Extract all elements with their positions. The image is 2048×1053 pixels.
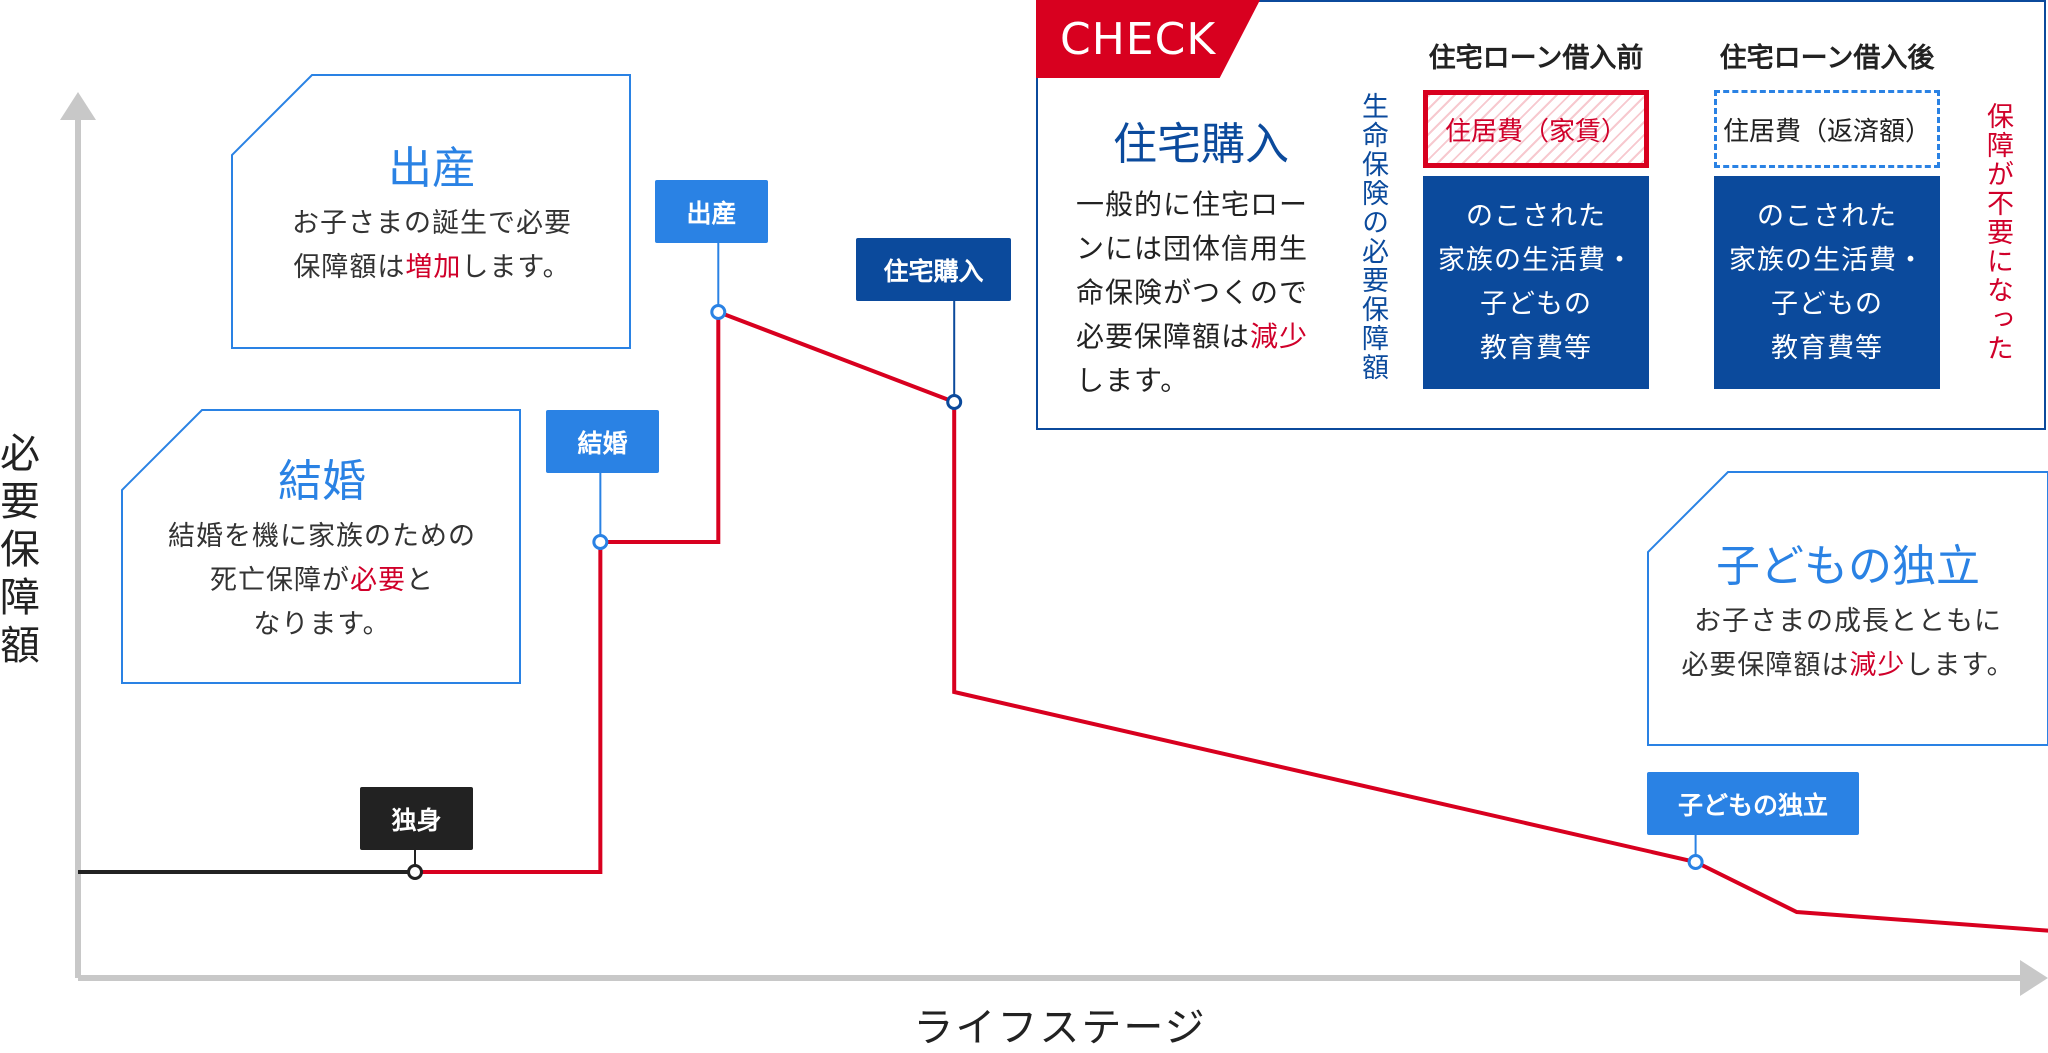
callout-marriage-body: 結婚を機に家族のための 死亡保障が必要と なります。 (122, 515, 522, 647)
callout-marriage-box (121, 409, 521, 684)
check-body-line1: 一般的に住宅ロー (1076, 188, 1309, 221)
after-loan-heading: 住宅ローン借入後 (1719, 43, 1935, 74)
x-axis-label: ライフステージ (913, 1005, 1207, 1051)
callout-boxes (121, 74, 2048, 746)
callout-independence-body: お子さまの成長とともに 必要保障額は減少します。 (1648, 600, 2048, 688)
callout-birth-line2: 保障額は増加します。 (293, 252, 571, 283)
living-costs-before-box: のこされた 家族の生活費・ 子どもの 教育費等 (1423, 176, 1649, 389)
callout-independence: 子どもの独立 お子さまの成長とともに 必要保障額は減少します。 (1648, 530, 2048, 688)
housing-cost-rent-box: 住居費（家賃） (1423, 90, 1649, 168)
callout-independence-line2: 必要保障額は減少します。 (1681, 650, 2015, 681)
event-tag-home-purchase: 住宅購入 (856, 238, 1011, 301)
callout-independence-box (1647, 471, 2048, 746)
callout-marriage-line2: 死亡保障が必要と (210, 565, 434, 596)
callout-marriage-line3: なります。 (253, 609, 391, 640)
callout-birth: 出産 お子さまの誕生で必要 保障額は増加します。 (232, 132, 632, 290)
event-tag-birth: 出産 (655, 180, 768, 243)
check-body: 一般的に住宅ロー ンには団体信用生 命保険がつくので 必要保障額は減少 します。 (1076, 183, 1326, 403)
check-body-line5: します。 (1076, 364, 1190, 397)
required-coverage-side-label: 生命保険の必要保障額 (1357, 92, 1388, 382)
tag-connectors (414, 243, 1697, 872)
event-tag-marriage: 結婚 (546, 410, 659, 473)
x-axis-arrow (2020, 960, 2048, 996)
check-body-line2: ンには団体信用生 (1076, 232, 1309, 265)
y-axis-arrow (60, 92, 96, 120)
callout-independence-title: 子どもの独立 (1716, 541, 1980, 592)
y-axis-label: 必要保障額 (0, 431, 40, 669)
check-label: CHECK (1036, 0, 1260, 78)
marker-marriage (592, 534, 609, 550)
callout-birth-title: 出産 (388, 143, 476, 194)
check-title: 住宅購入 (1113, 119, 1289, 170)
callout-birth-box (231, 74, 631, 349)
callout-birth-line1: お子さまの誕生で必要 (292, 208, 572, 239)
living-costs-after-box: のこされた 家族の生活費・ 子どもの 教育費等 (1714, 176, 1940, 389)
check-body-line3: 命保険がつくので (1076, 276, 1309, 309)
event-markers (407, 304, 1704, 880)
axes (60, 92, 2048, 996)
event-tag-child-independence: 子どもの独立 (1647, 772, 1859, 835)
callout-marriage: 結婚 結婚を機に家族のための 死亡保障が必要と なります。 (122, 445, 522, 647)
before-loan-heading: 住宅ローン借入前 (1428, 43, 1644, 74)
housing-cost-repayment-box: 住居費（返済額） (1714, 90, 1940, 168)
event-tag-single: 独身 (360, 787, 473, 850)
callout-birth-body: お子さまの誕生で必要 保障額は増加します。 (232, 202, 632, 290)
marker-home-purchase (946, 394, 963, 410)
callout-independence-line1: お子さまの成長とともに (1694, 606, 2002, 637)
marker-birth (710, 304, 727, 320)
coverage-not-needed-label: 保障が不要になった (1982, 102, 2013, 363)
check-body-line4: 必要保障額は減少 (1076, 320, 1309, 353)
coverage-line-required-amount (415, 309, 2048, 933)
callout-marriage-title: 結婚 (278, 456, 366, 507)
coverage-line (78, 309, 2048, 933)
callout-marriage-line1: 結婚を機に家族のための (168, 521, 476, 552)
marker-child-independence (1687, 854, 1704, 870)
marker-single (407, 864, 423, 880)
